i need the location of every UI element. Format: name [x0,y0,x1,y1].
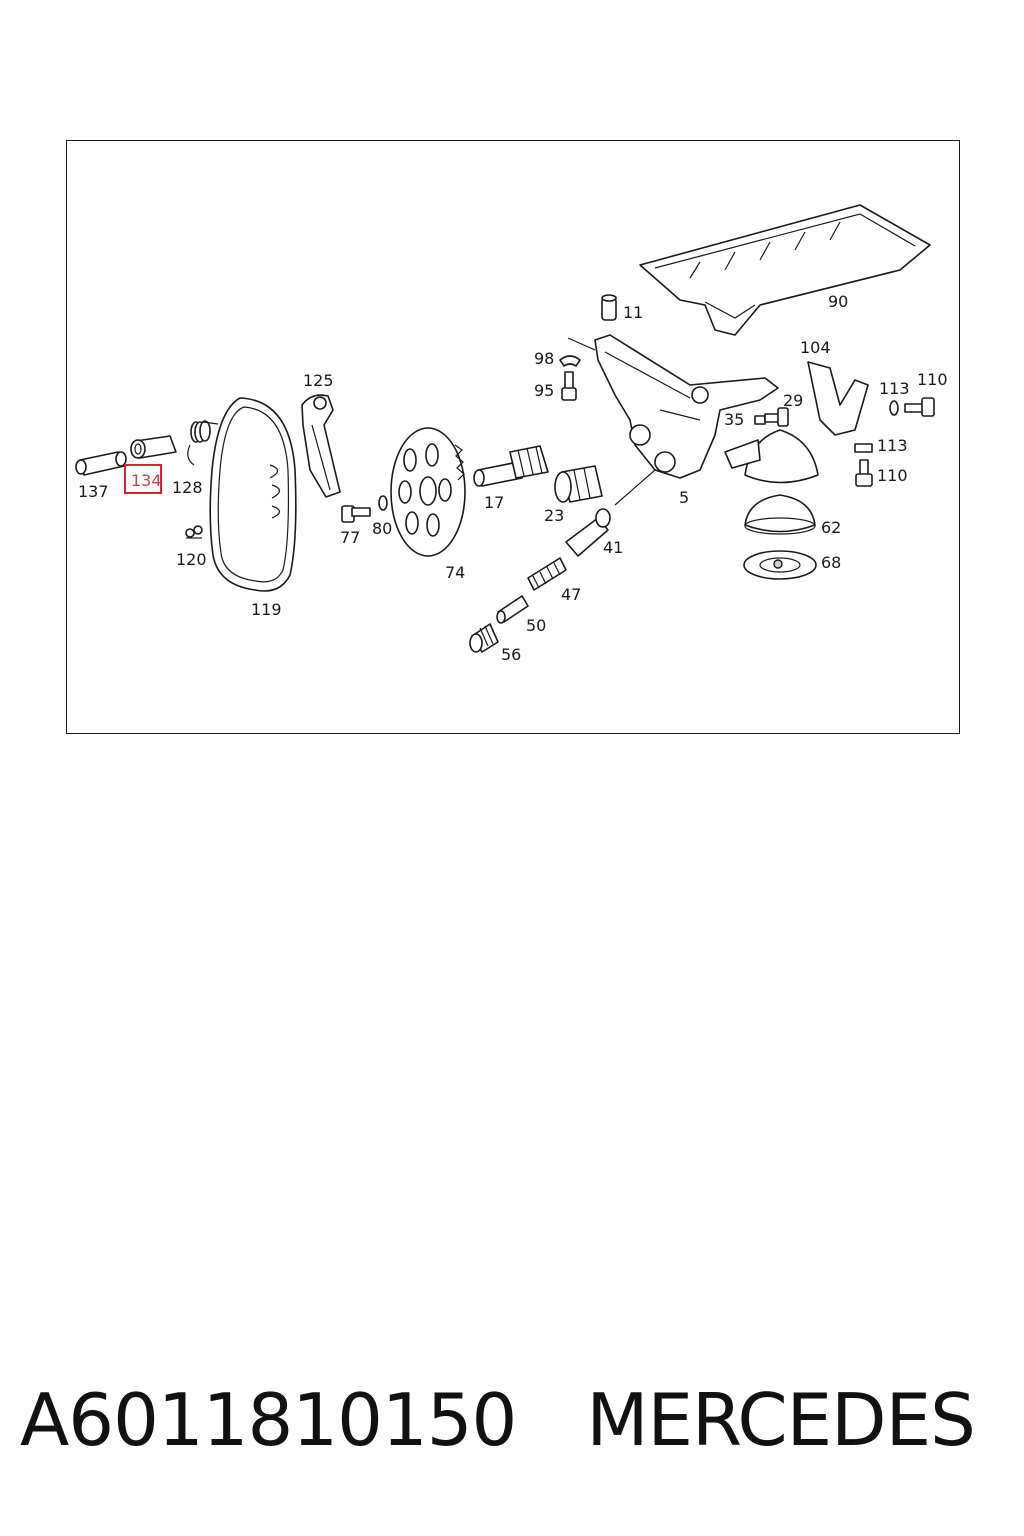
label-119: 119 [251,600,282,619]
brand-name: MERCEDES [586,1378,975,1462]
label-110-lower: 110 [877,466,908,485]
part-95-screw[interactable] [561,371,577,401]
part-29-bolt[interactable] [764,407,789,427]
label-95: 95 [534,381,554,400]
part-35-pin[interactable] [754,415,766,425]
part-90-baffle[interactable] [639,204,931,336]
part-5-pump-housing[interactable] [567,334,779,506]
part-80-washer[interactable] [378,495,388,511]
label-137: 137 [78,482,109,501]
label-104: 104 [800,338,831,357]
label-74: 74 [445,563,465,582]
part-11-dowel[interactable] [601,294,617,321]
part-113-washer-upper[interactable] [889,400,899,416]
label-47: 47 [561,585,581,604]
label-41: 41 [603,538,623,557]
label-125: 125 [303,371,334,390]
label-113-upper: 113 [879,379,910,398]
exploded-parts-diagram: 90 11 98 95 104 113 110 35 29 113 110 12… [75,204,948,664]
part-110-bolt-upper[interactable] [904,397,935,417]
part-98-clip[interactable] [559,355,581,367]
part-113-washer-lower[interactable] [854,443,873,453]
label-80: 80 [372,519,392,538]
footer: A6011810150 MERCEDES [20,1370,1010,1470]
label-68: 68 [821,553,841,572]
part-17-drive-shaft[interactable] [473,445,549,487]
part-104-bracket[interactable] [807,361,869,436]
part-134-bushing[interactable] [130,435,177,459]
part-128-spring[interactable] [187,420,219,466]
diagram-frame [66,140,960,734]
part-68-gasket[interactable] [743,550,817,580]
part-137-pin[interactable] [75,451,127,476]
label-98: 98 [534,349,554,368]
label-110-upper: 110 [917,370,948,389]
highlight-box [124,464,162,494]
part-number: A6011810150 [20,1378,517,1462]
part-56-plug[interactable] [469,623,499,653]
label-17: 17 [484,493,504,512]
label-113-lower: 113 [877,436,908,455]
label-35: 35 [724,410,744,429]
part-62-dome[interactable] [744,494,816,535]
part-77-bolt[interactable] [341,505,371,523]
label-90: 90 [828,292,848,311]
label-62: 62 [821,518,841,537]
label-120: 120 [176,550,207,569]
label-56: 56 [501,645,521,664]
part-74-sprocket[interactable] [390,427,466,557]
label-77: 77 [340,528,360,547]
part-110-bolt-lower[interactable] [855,459,873,487]
part-41-piston[interactable] [565,508,611,557]
label-50: 50 [526,616,546,635]
label-11: 11 [623,303,643,322]
part-47-spring[interactable] [527,557,567,591]
label-128: 128 [172,478,203,497]
label-5: 5 [679,488,689,507]
part-50-pin[interactable] [496,595,529,624]
part-120-chain-link[interactable] [185,525,203,539]
label-29: 29 [783,391,803,410]
part-125-tensioner-rail[interactable] [301,394,341,498]
label-134: 134 [131,471,162,490]
part-23-gear[interactable] [554,465,603,503]
part-119-chain[interactable] [209,397,297,592]
label-23: 23 [544,506,564,525]
